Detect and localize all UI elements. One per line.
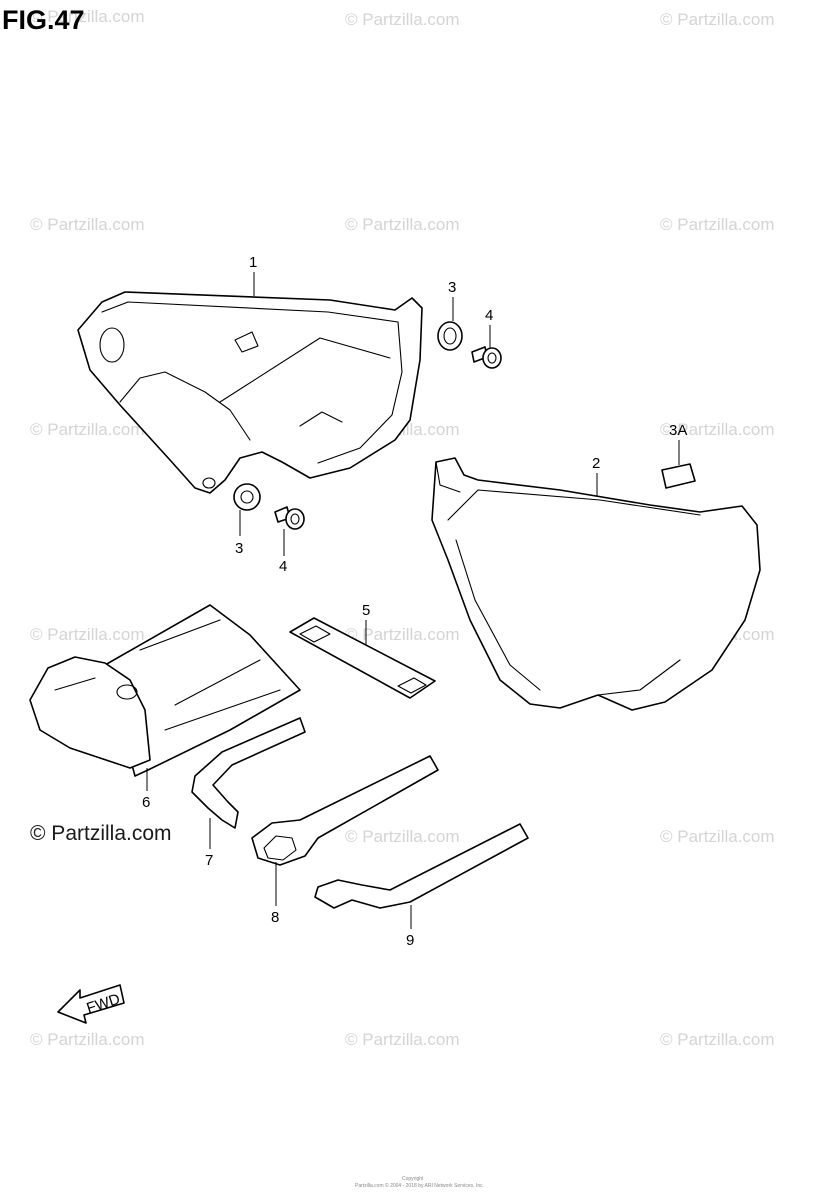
part-3-grommet-top[interactable] bbox=[437, 321, 463, 351]
watermark: © Partzilla.com bbox=[660, 827, 775, 846]
watermark: © Partzilla.com bbox=[30, 420, 145, 439]
part-2-side-cover[interactable] bbox=[431, 457, 761, 711]
callout-label: 4 bbox=[279, 558, 287, 575]
part-1-frame-cover[interactable] bbox=[77, 291, 423, 494]
footer-copyright: Copyright Partzilla.com © 2004 - 2018 by… bbox=[355, 1176, 484, 1189]
fwd-arrow-icon: FWD bbox=[57, 984, 125, 1024]
callout-label: 4 bbox=[485, 307, 493, 324]
watermark: © Partzilla.com bbox=[30, 1030, 145, 1049]
part-4-bolt-top[interactable] bbox=[471, 346, 502, 369]
watermark: © Partzilla.com bbox=[345, 827, 460, 846]
watermark: © Partzilla.com bbox=[660, 10, 775, 29]
watermark: © Partzilla.com bbox=[30, 625, 145, 644]
callout-label: 3 bbox=[448, 279, 456, 296]
watermark: © Partzilla.com bbox=[660, 215, 775, 234]
callout-label: 9 bbox=[406, 932, 414, 949]
watermark: © Partzilla.com bbox=[30, 7, 145, 26]
part-6-tool-bag[interactable] bbox=[29, 604, 301, 777]
callout-label: 5 bbox=[362, 602, 370, 619]
part-4-bolt-bottom[interactable] bbox=[274, 506, 305, 530]
callout-label: 3A bbox=[669, 422, 687, 439]
callout-label: 7 bbox=[205, 852, 213, 869]
watermark: © Partzilla.com bbox=[345, 10, 460, 29]
callout-label: 6 bbox=[142, 794, 150, 811]
part-3-grommet-bottom[interactable] bbox=[233, 483, 261, 511]
part-9-spanner[interactable] bbox=[314, 823, 529, 909]
watermark: © Partzilla.com bbox=[345, 215, 460, 234]
callout-label: 3 bbox=[235, 540, 243, 557]
part-5-strap[interactable] bbox=[289, 617, 436, 699]
watermark: © Partzilla.com bbox=[345, 1030, 460, 1049]
watermark-layer: © Partzilla.com © Partzilla.com © Partzi… bbox=[30, 7, 775, 1049]
callouts: 1 2 3 3A 4 3 4 5 6 7 8 9 bbox=[142, 254, 687, 949]
figure-title: FIG.47 bbox=[2, 5, 85, 35]
part-7-allen-key[interactable] bbox=[191, 717, 306, 829]
part-8-box-wrench[interactable] bbox=[251, 755, 439, 866]
callout-label: 2 bbox=[592, 455, 600, 472]
callout-label: 8 bbox=[271, 909, 279, 926]
footer-line-2: Partzilla.com © 2004 - 2018 by ARI Netwo… bbox=[355, 1182, 484, 1189]
watermark: © Partzilla.com bbox=[345, 625, 460, 644]
watermark-main: © Partzilla.com bbox=[30, 822, 172, 845]
watermark: © Partzilla.com bbox=[660, 420, 775, 439]
footer-line-1: Copyright bbox=[402, 1176, 424, 1182]
callout-label: 1 bbox=[249, 254, 257, 271]
watermark: © Partzilla.com bbox=[660, 1030, 775, 1049]
watermark: © Partzilla.com bbox=[30, 215, 145, 234]
part-3A-cushion[interactable] bbox=[661, 463, 696, 489]
